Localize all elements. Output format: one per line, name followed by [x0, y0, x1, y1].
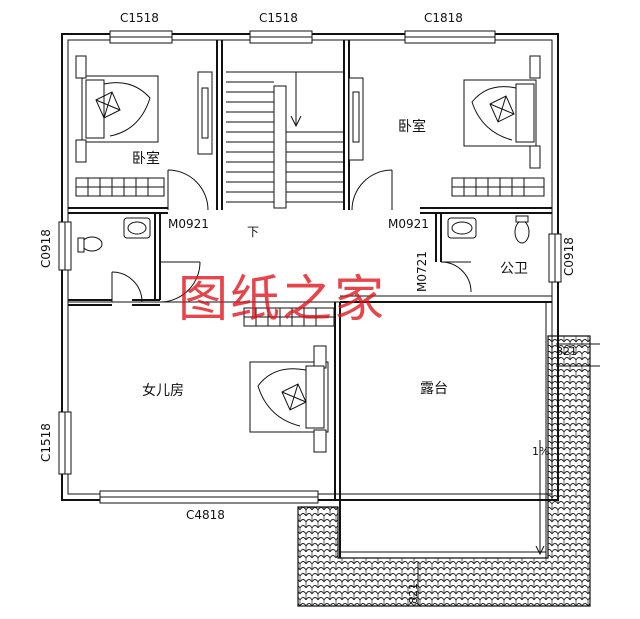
room-label-daughter-room: 女儿房 — [142, 383, 184, 399]
window-label-c1518-top-mid: C1518 — [259, 11, 298, 25]
room-label-bedroom-right: 卧室 — [398, 119, 426, 135]
watermark-text: 图纸之家 — [178, 270, 386, 328]
stair-down-label: 下 — [247, 225, 260, 239]
bed-right — [463, 55, 541, 169]
dimension-label-top: 821 — [556, 345, 577, 358]
interior-walls — [68, 40, 553, 558]
door-label-m0921-right: M0921 — [388, 217, 429, 231]
dimension-label-bottom: 821 — [407, 583, 420, 604]
roof-tile-band — [297, 335, 591, 607]
room-label-terrace: 露台 — [420, 381, 448, 397]
windows — [58, 30, 562, 504]
window-label-c1518-left: C1518 — [39, 423, 53, 462]
window-label-c4818-bottom: C4818 — [186, 508, 225, 522]
room-label-bedroom-left: 卧室 — [132, 151, 160, 167]
window-label-c0918-left: C0918 — [39, 229, 53, 268]
bed-daughter — [249, 345, 329, 453]
door-swings — [111, 169, 472, 303]
window-label-c1818-top-right: C1818 — [424, 11, 463, 25]
bed-left — [75, 55, 159, 163]
closet-units — [75, 177, 545, 327]
window-label-c0918-right: C0918 — [562, 237, 576, 276]
staircase — [226, 71, 344, 209]
door-label-m0721: M0721 — [415, 251, 429, 292]
room-label-public-toilet: 公卫 — [500, 261, 528, 277]
window-label-c1518-top-left: C1518 — [120, 11, 159, 25]
door-label-m0921-left: M0921 — [168, 217, 209, 231]
dimension-marks — [417, 343, 600, 606]
wall-cabinets — [197, 71, 364, 161]
slope-label: 1% — [532, 445, 550, 458]
bathroom-fixtures — [77, 215, 530, 253]
